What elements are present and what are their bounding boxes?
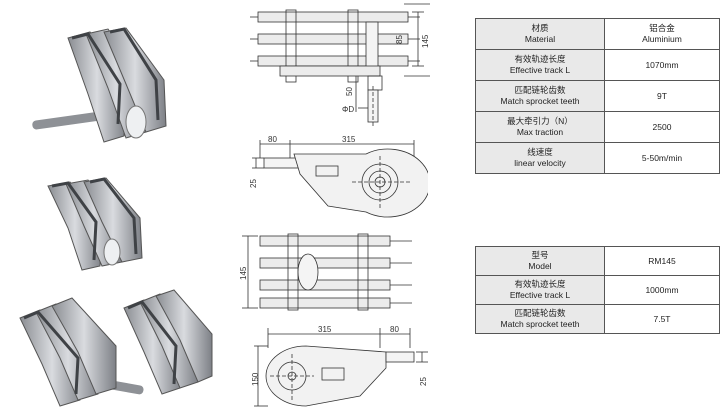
dim-phi-d: ΦD: [342, 105, 354, 114]
table-row: 线速度 linear velocity 5-50m/min: [475, 142, 720, 174]
table-row: 有效轨迹长度 Effective track L 1000mm: [475, 275, 720, 305]
drawing-front-view-with-shaft: 85 145 50 ΦD: [250, 3, 430, 126]
table-row: 最大牵引力（N） Max traction 2500: [475, 111, 720, 143]
table-cell-label: 匹配链轮齿数 Match sprocket teeth: [475, 304, 605, 334]
dim-80: 80: [268, 136, 277, 144]
table-cell-value: 9T: [604, 80, 720, 112]
dim-25: 25: [249, 179, 258, 188]
table-cell-value: 铝合金 Aluminium: [604, 18, 720, 50]
table-cell-label: 有效轨迹长度 Effective track L: [475, 49, 605, 81]
table-cell-label: 线速度 linear velocity: [475, 142, 605, 174]
dim-50: 50: [345, 87, 354, 96]
table-cell-label: 材质 Material: [475, 18, 605, 50]
table-row: 型号 Model RM145: [475, 246, 720, 276]
drawing-side-view-2: 315 80 150 25: [251, 325, 428, 407]
drawing-side-view-1: 80 315 25: [249, 136, 428, 218]
product-photo-plain: [47, 177, 143, 271]
dim-25-side2: 25: [419, 377, 428, 386]
table-cell-label: 最大牵引力（N） Max traction: [475, 111, 605, 143]
table-row: 匹配链轮齿数 Match sprocket teeth 9T: [475, 80, 720, 112]
dim-145-front2: 145: [239, 266, 248, 280]
dim-80-side2: 80: [390, 325, 399, 334]
table-row: 匹配链轮齿数 Match sprocket teeth 7.5T: [475, 304, 720, 334]
table-cell-value: 1000mm: [604, 275, 720, 305]
table-cell-label: 型号 Model: [475, 246, 605, 276]
spec-table-1: 材质 Material 铝合金 Aluminium 有效轨迹长度 Effecti…: [475, 18, 720, 174]
table-cell-label: 有效轨迹长度 Effective track L: [475, 275, 605, 305]
table-row: 材质 Material 铝合金 Aluminium: [475, 18, 720, 50]
table-row: 有效轨迹长度 Effective track L 1070mm: [475, 49, 720, 81]
product-photo-with-shaft: [32, 27, 167, 143]
dim-315-side2: 315: [318, 325, 332, 334]
table-cell-value: RM145: [604, 246, 720, 276]
dim-85: 85: [395, 35, 404, 44]
drawing-front-view-2: 145: [239, 233, 412, 311]
table-cell-label: 匹配链轮齿数 Match sprocket teeth: [475, 80, 605, 112]
table-cell-value: 7.5T: [604, 304, 720, 334]
table-cell-value: 1070mm: [604, 49, 720, 81]
table-cell-value: 2500: [604, 111, 720, 143]
dim-145: 145: [421, 34, 430, 48]
product-photo-pair: [19, 289, 213, 407]
dim-315: 315: [342, 136, 356, 144]
spec-table-2: 型号 Model RM145 有效轨迹长度 Effective track L …: [475, 246, 720, 334]
dim-150-side2: 150: [251, 372, 260, 386]
table-cell-value: 5-50m/min: [604, 142, 720, 174]
